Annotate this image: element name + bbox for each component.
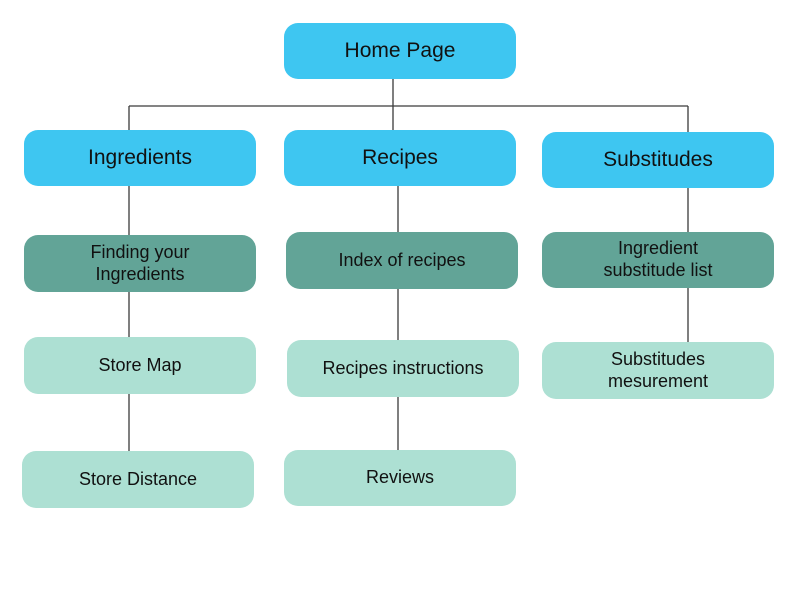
node-finding-your-ingredients[interactable]: Finding your Ingredients <box>24 235 256 292</box>
node-finding-your-ingredients-label: Finding your Ingredients <box>90 241 190 284</box>
node-recipes-label: Recipes <box>362 146 438 170</box>
node-store-distance-label: Store Distance <box>78 468 198 489</box>
node-reviews-label: Reviews <box>365 467 435 488</box>
node-recipes[interactable]: Recipes <box>284 130 516 186</box>
node-home-page-label: Home Page <box>344 39 456 63</box>
node-store-distance[interactable]: Store Distance <box>22 451 254 508</box>
node-substitudes[interactable]: Substitudes <box>542 132 774 188</box>
node-home-page[interactable]: Home Page <box>284 23 516 79</box>
node-index-of-recipes[interactable]: Index of recipes <box>286 232 518 289</box>
node-substitudes-mesurement[interactable]: Substitudes mesurement <box>542 342 774 399</box>
node-recipes-instructions[interactable]: Recipes instructions <box>287 340 519 397</box>
node-store-map-label: Store Map <box>98 354 182 375</box>
node-index-of-recipes-label: Index of recipes <box>338 249 466 270</box>
node-ingredient-substitude-list-label: Ingredient substitude list <box>603 238 713 280</box>
node-ingredient-substitude-list[interactable]: Ingredient substitude list <box>542 232 774 288</box>
node-store-map[interactable]: Store Map <box>24 337 256 394</box>
node-ingredients-label: Ingredients <box>88 146 192 170</box>
node-ingredients[interactable]: Ingredients <box>24 130 256 186</box>
node-substitudes-label: Substitudes <box>603 148 713 172</box>
node-recipes-instructions-label: Recipes instructions <box>322 357 484 378</box>
node-reviews[interactable]: Reviews <box>284 450 516 506</box>
node-substitudes-mesurement-label: Substitudes mesurement <box>607 348 709 391</box>
